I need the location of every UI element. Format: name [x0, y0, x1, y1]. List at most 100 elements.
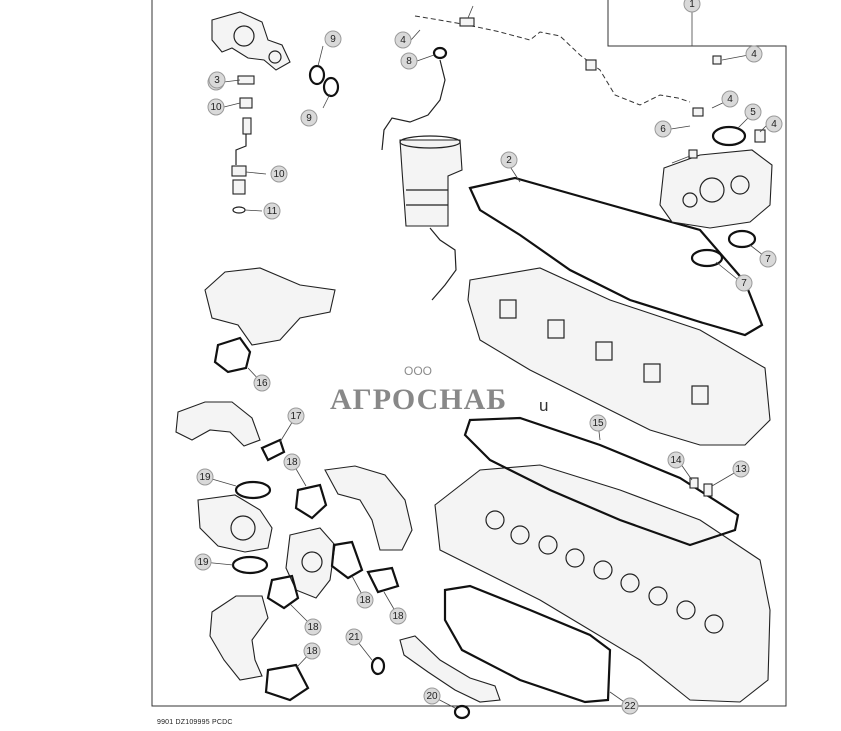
- callout-bubble: [721, 90, 739, 108]
- cylinder-head: [434, 464, 771, 703]
- callout-bubble: [759, 250, 777, 268]
- callout-bubble: [345, 628, 363, 646]
- gasket-18d: [366, 566, 400, 594]
- page-frame: [151, 0, 787, 707]
- callout-17: 17: [287, 407, 305, 425]
- callout-number: 19: [199, 472, 211, 483]
- gasket-18c: [330, 540, 364, 580]
- manifold-gasket-22: [443, 584, 612, 704]
- o-ring-7b: [727, 229, 757, 249]
- plug-3: [712, 55, 722, 65]
- callout-number: 21: [348, 632, 360, 643]
- callout-18: 18: [389, 607, 407, 625]
- callout-7: 7: [735, 274, 753, 292]
- callout-number: 9: [306, 113, 312, 124]
- callout-20: 20: [423, 687, 441, 705]
- gasket-18e: [264, 663, 310, 702]
- sensor-stack: [231, 75, 255, 214]
- callout-4: 4: [765, 115, 783, 133]
- callout-number: 18: [307, 622, 319, 633]
- callout-18: 18: [304, 618, 322, 636]
- callout-10: 10: [207, 98, 225, 116]
- callout-bubble: [207, 98, 225, 116]
- seal-17: [260, 438, 286, 462]
- callout-14: 14: [667, 451, 685, 469]
- callout-number: 4: [751, 49, 757, 60]
- o-ring-19b: [231, 555, 269, 575]
- rocker-cover-gasket: [468, 176, 764, 337]
- callout-18: 18: [303, 642, 321, 660]
- callout-number: 17: [290, 411, 302, 422]
- plug-14: [689, 477, 699, 489]
- callout-7: 7: [759, 250, 777, 268]
- flange-gasket-16: [213, 336, 252, 374]
- callout-bubble: [683, 0, 701, 13]
- callout-number: 16: [256, 378, 268, 389]
- egr-valve-lower: [197, 494, 273, 553]
- o-ring-5: [711, 125, 747, 147]
- callout-number: 18: [286, 457, 298, 468]
- callout-bubble: [300, 109, 318, 127]
- watermark-company-type: ООО: [404, 364, 433, 378]
- callout-6: 6: [654, 120, 672, 138]
- watermark-company-name: АГРОСНАБ: [330, 383, 508, 416]
- callout-19: 19: [196, 468, 214, 486]
- fuel-line: [414, 15, 691, 106]
- oil-return-tube: [399, 635, 501, 703]
- callout-bubble: [589, 414, 607, 432]
- text-fragment: u: [539, 396, 549, 415]
- callout-9: 9: [324, 30, 342, 48]
- egr-flex-tube: [324, 465, 413, 551]
- callout-bubble: [394, 31, 412, 49]
- callout-bubble: [194, 553, 212, 571]
- callout-number: 18: [392, 611, 404, 622]
- plug-13: [703, 483, 713, 497]
- callout-number: 10: [273, 169, 285, 180]
- gasket-18a: [294, 483, 328, 520]
- callout-bubble: [389, 607, 407, 625]
- callout-number: 9: [330, 34, 336, 45]
- callout-number: 4: [727, 94, 733, 105]
- callout-21: 21: [345, 628, 363, 646]
- callout-bubble: [287, 407, 305, 425]
- callout-8: 8: [400, 52, 418, 70]
- callout-bubble: [324, 30, 342, 48]
- fitting-clip: [585, 59, 597, 71]
- callout-number: 10: [210, 102, 222, 113]
- callout-bubble: [208, 71, 226, 89]
- callout-bubble: [654, 120, 672, 138]
- callout-bubble: [744, 103, 762, 121]
- callout-bubble: [745, 45, 763, 63]
- carrier-ports: [499, 299, 709, 405]
- exhaust-elbow-upper: [204, 267, 336, 346]
- o-ring-19a: [234, 480, 272, 500]
- callout-11: 11: [263, 202, 281, 220]
- callout-number: 7: [765, 254, 771, 265]
- callout-2: 2: [500, 151, 518, 169]
- callout-number: 11: [267, 206, 278, 217]
- callout-bubble: [303, 642, 321, 660]
- fitting-top: [459, 17, 475, 27]
- callout-number: 20: [426, 691, 438, 702]
- o-ring-9a: [308, 64, 326, 86]
- callout-bubble: [270, 165, 288, 183]
- callout-number: 8: [406, 56, 412, 67]
- callout-number: 4: [771, 119, 777, 130]
- o-ring-20: [453, 704, 471, 720]
- callout-bubble: [253, 374, 271, 392]
- callout-number: 14: [670, 455, 682, 466]
- callout-22: 22: [621, 697, 639, 715]
- callout-bubble: [500, 151, 518, 169]
- head-gasket-15: [463, 416, 740, 547]
- fitting-4a: [692, 107, 704, 117]
- callout-number: 19: [197, 557, 209, 568]
- fitting-4b: [688, 149, 698, 159]
- callout-bubble: [423, 687, 441, 705]
- callout-16: 16: [253, 374, 271, 392]
- callout-number: 22: [624, 701, 636, 712]
- callout-layer: 1394831094564410211771615171413181919181…: [194, 0, 783, 715]
- callout-4: 4: [394, 31, 412, 49]
- callout-3: 3: [208, 71, 226, 89]
